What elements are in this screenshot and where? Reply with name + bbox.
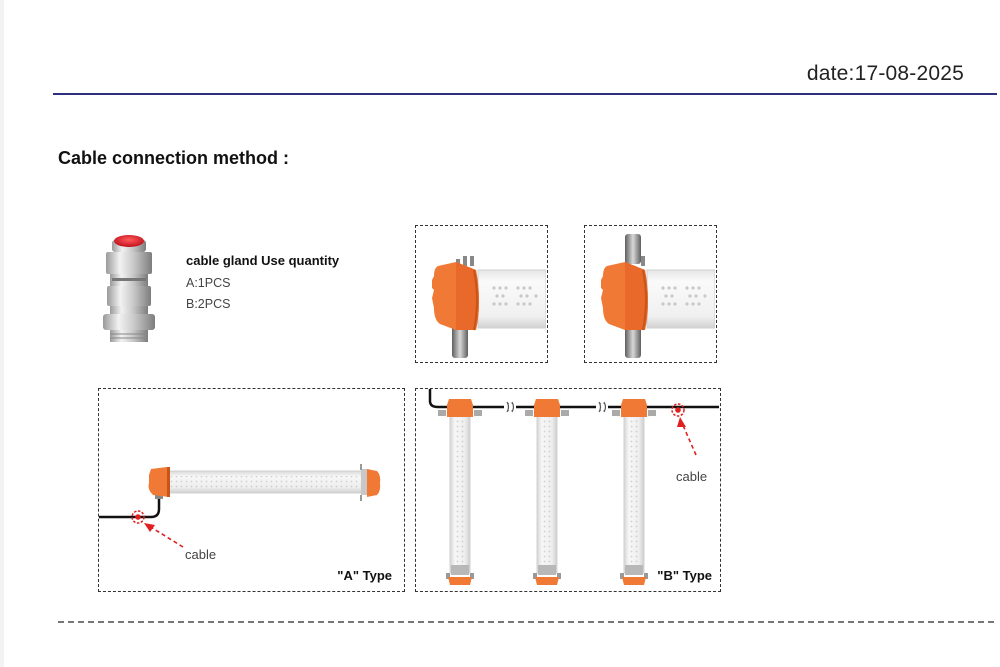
type-b-cable-label: cable <box>676 469 708 484</box>
end-cap-double-gland-illustration <box>601 234 715 358</box>
type-b-diagram: cable "B" Type <box>415 388 721 592</box>
type-a-label: "A" Type <box>337 568 392 583</box>
document-date: date:17-08-2025 <box>806 62 964 85</box>
footer-divider <box>58 621 994 623</box>
cable-gland-image <box>100 232 158 347</box>
quantity-type-b: B:2PCS <box>186 297 231 311</box>
section-title: Cable connection method : <box>58 148 290 168</box>
header-divider <box>53 93 997 95</box>
detail-view-type-a <box>415 225 548 363</box>
type-b-label: "B" Type <box>657 568 712 583</box>
type-b-lamps-illustration <box>428 389 719 586</box>
type-a-lamp-illustration <box>99 464 381 548</box>
type-a-diagram: cable "A" Type <box>98 388 405 592</box>
end-cap-single-gland-illustration <box>432 256 546 358</box>
cable-gland-info: cable gland Use quantity A:1PCS B:2PCS <box>186 253 339 318</box>
quantity-type-a: A:1PCS <box>186 276 231 290</box>
cable-gland-heading: cable gland Use quantity <box>186 253 340 268</box>
page-left-edge <box>0 0 4 667</box>
type-a-cable-label: cable <box>185 547 217 562</box>
detail-view-type-b <box>584 225 717 363</box>
